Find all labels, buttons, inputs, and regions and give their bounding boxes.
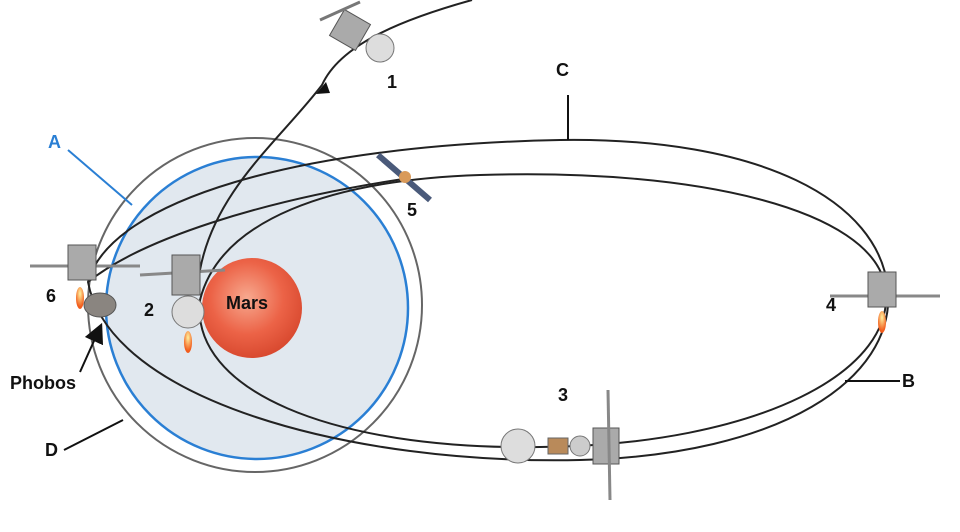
label-phobos: Phobos [10,373,76,393]
trajectory-arrow-icon [316,82,330,94]
label-d: D [45,440,58,460]
spacecraft-5-icon [376,152,432,203]
label-a: A [48,132,61,152]
leader-d [63,419,124,451]
label-b: B [902,371,915,391]
leader-a [67,149,133,206]
phobos-moon [83,292,117,318]
label-step-5: 5 [407,200,418,220]
spacecraft-6-icon [30,244,140,309]
spacecraft-2-icon [139,254,226,353]
label-step-1: 1 [387,72,398,92]
phobos-arrow [79,322,104,373]
mars-planet [202,258,302,358]
spacecraft-1-icon [319,0,395,63]
label-step-2: 2 [144,300,155,320]
label-c: C [556,60,569,80]
label-step-4: 4 [826,295,837,315]
label-mars: Mars [226,293,269,313]
spacecraft-4-icon [830,271,940,333]
approach-trajectory [199,0,473,271]
spacecraft-3-icon [500,389,620,501]
label-step-6: 6 [46,286,57,306]
label-step-3: 3 [558,385,569,405]
